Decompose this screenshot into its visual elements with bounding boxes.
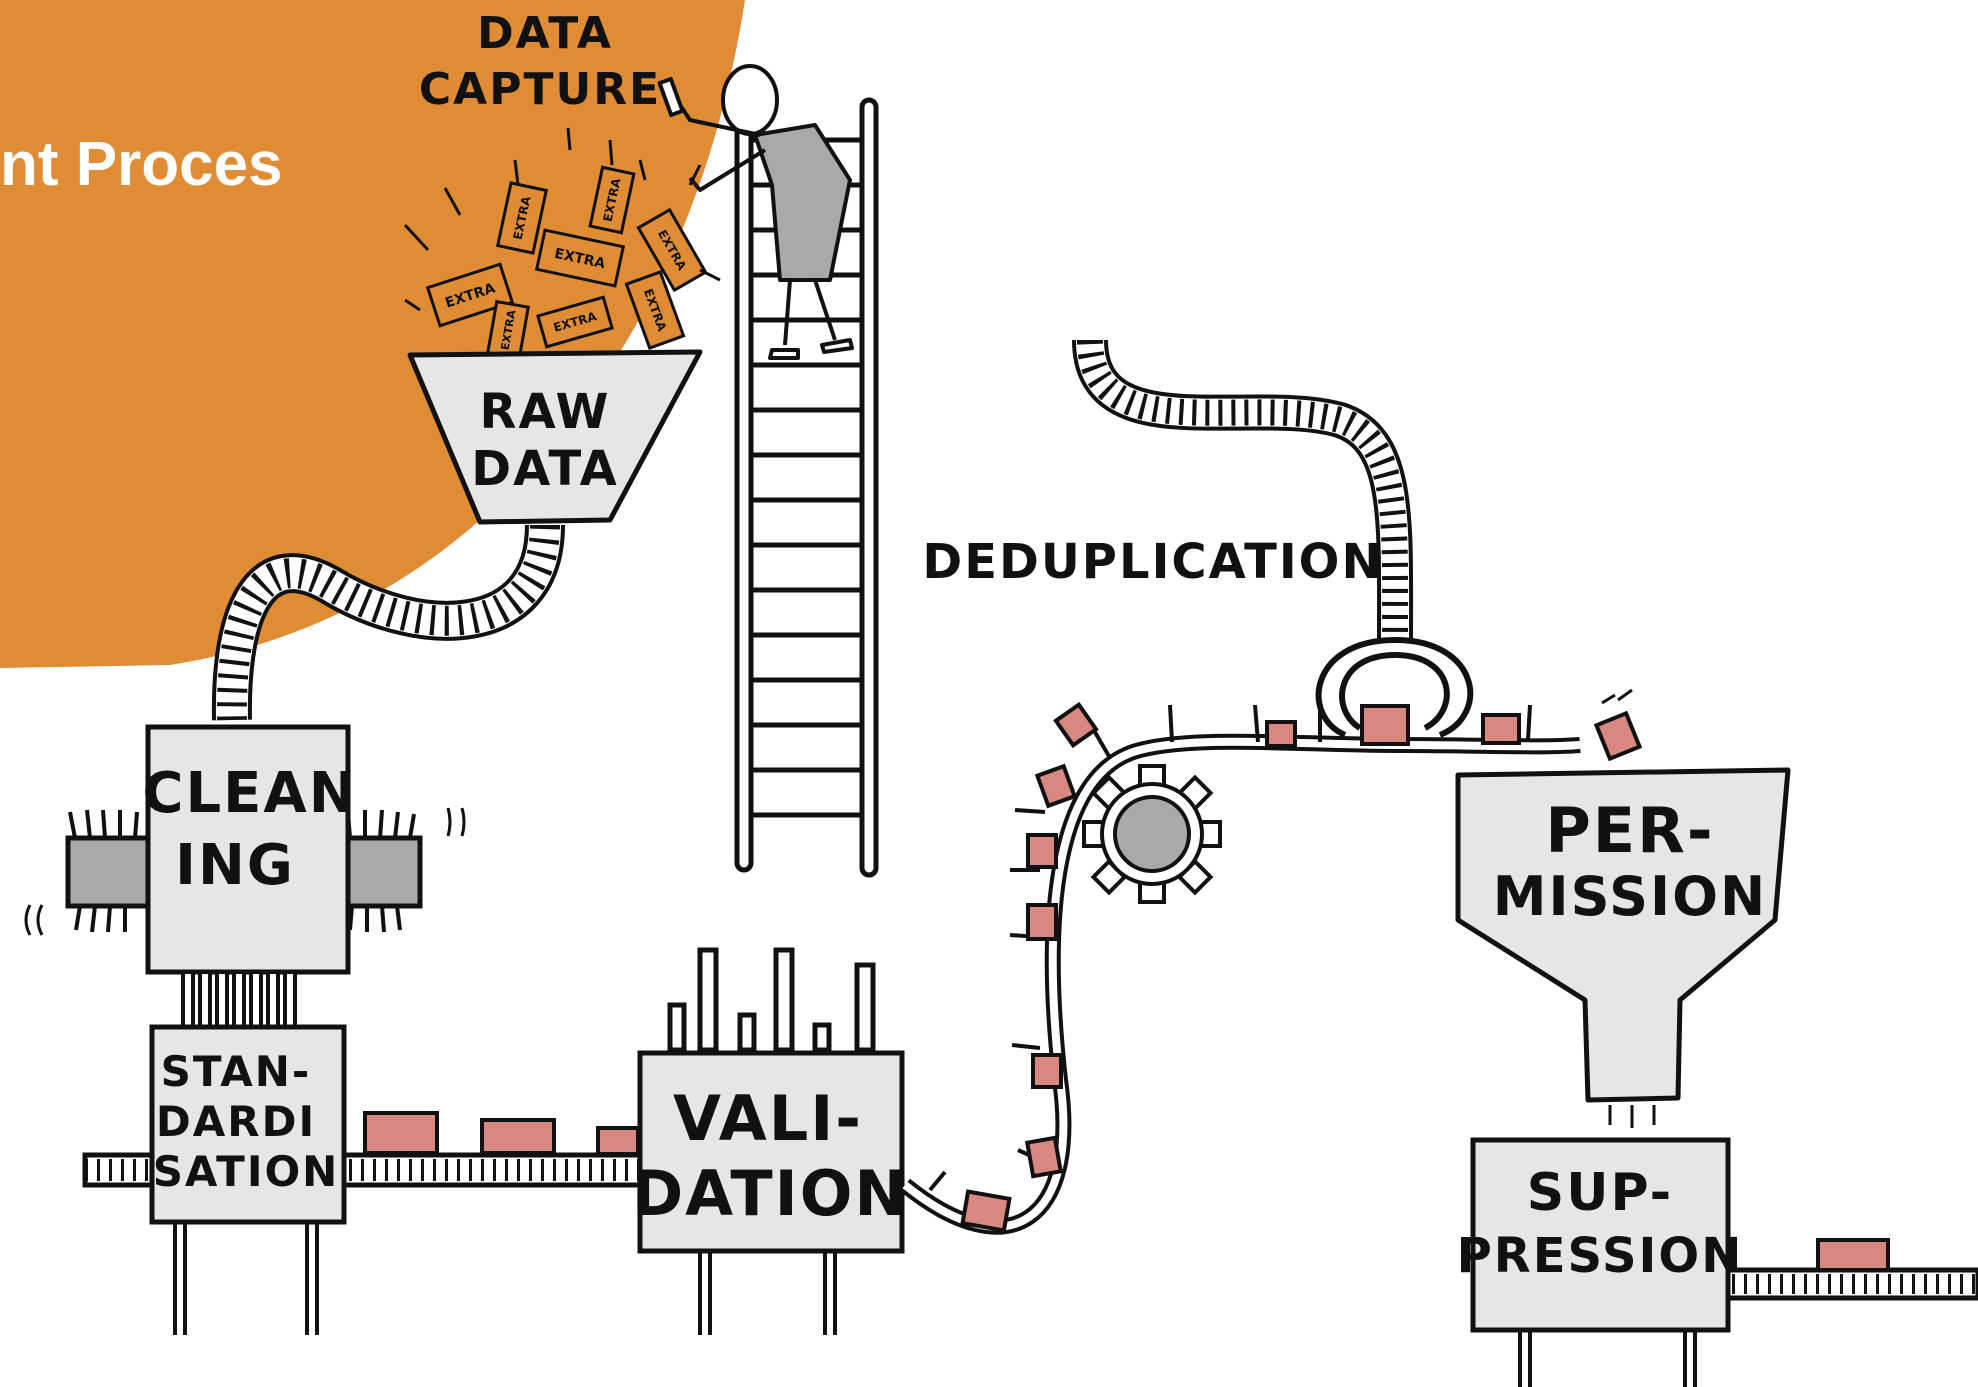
svg-text:SATION: SATION (153, 1147, 340, 1196)
svg-text:VALI-: VALI- (673, 1082, 863, 1155)
permission-funnel: PER- MISSION (1455, 767, 1791, 1128)
suppression-machine: SUP- PRESSION (1457, 1137, 1744, 1387)
svg-text:DATION: DATION (632, 1157, 909, 1230)
svg-text:SUP-: SUP- (1527, 1163, 1673, 1223)
svg-text:DARDI: DARDI (156, 1097, 316, 1146)
page-title-fragment: nt Proces (0, 130, 283, 199)
cleaning-machine: CLEAN ING (24, 724, 466, 1029)
conveyor-belt-right (1717, 1238, 1978, 1301)
deduplication-claw (1315, 636, 1474, 738)
raw-data-funnel: RAW DATA (407, 349, 703, 525)
gear-icon (1082, 764, 1222, 904)
data-packets-bottom (363, 1111, 640, 1156)
svg-text:STAN-: STAN- (161, 1047, 312, 1096)
svg-text:DATA: DATA (477, 8, 613, 59)
belt-spikes (928, 704, 1532, 1192)
svg-text:ING: ING (175, 833, 295, 898)
svg-text:CLEAN: CLEAN (142, 761, 357, 826)
svg-text:RAW: RAW (480, 384, 611, 440)
deduplication-label: DEDUPLICATION (922, 534, 1383, 590)
data-capture-label: DATA CAPTURE (419, 8, 661, 115)
standardisation-machine: STAN- DARDI SATION (149, 1024, 347, 1335)
extra-tickets: EXTRA EXTRA EXTRA EXTRA EXTRA EXTRA EXTR… (425, 165, 708, 361)
orange-banner (0, 0, 745, 668)
svg-text:MISSION: MISSION (1493, 865, 1767, 928)
toss-marks (1601, 688, 1633, 705)
hose-deduplication-claw (1090, 340, 1395, 640)
svg-text:PER-: PER- (1545, 794, 1714, 867)
svg-text:PRESSION: PRESSION (1457, 1228, 1744, 1284)
svg-text:DATA: DATA (471, 441, 618, 497)
validation-machine: VALI- DATION (632, 947, 909, 1335)
worker-figure (657, 64, 854, 360)
data-packets-curve (960, 701, 1643, 1233)
svg-text:CAPTURE: CAPTURE (419, 64, 661, 115)
